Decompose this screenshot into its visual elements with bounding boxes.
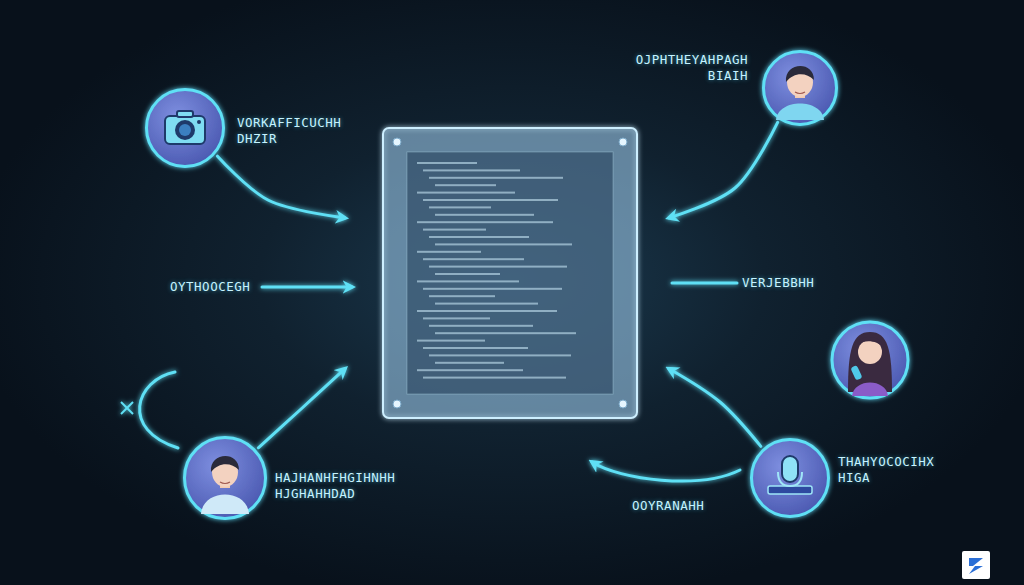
man2-icon: [201, 456, 249, 514]
logo-watermark: [962, 551, 990, 579]
flow-label: OYTHOOCEGH: [170, 279, 250, 295]
node-label: HAJHANHFHGIHNHH HJGHAHHDAD: [275, 470, 395, 503]
circle-shape: [750, 438, 830, 518]
mic-icon: [768, 456, 812, 494]
flow-label: OOYRANAHH: [632, 498, 704, 514]
node-label: VORKAFFICUCHH DHZIR: [237, 115, 341, 148]
circle-shape: [145, 88, 225, 168]
document-panel: [383, 128, 637, 418]
node-label: THAHYOCOCIHX HIGA: [838, 454, 934, 487]
curved-arrow: [592, 462, 740, 481]
circle-shape: [762, 50, 838, 126]
avatar-circle: OJPHTHEYAHPAGH BIAIH: [762, 50, 838, 126]
circle-shape: [183, 436, 267, 520]
output-line: [672, 282, 737, 285]
curved-arrow: [140, 372, 178, 448]
input-arrow: [262, 286, 352, 289]
camera-icon: [165, 111, 205, 144]
panel-shape: [383, 128, 637, 418]
avatar-circle: VORKAFFICUCHH DHZIR: [145, 88, 225, 168]
avatar-circle: THAHYOCOCIHX HIGA: [750, 438, 830, 518]
flow-arrow: [669, 369, 761, 447]
cross-mark: [121, 402, 133, 414]
avatar-circle: HAJHANHFHGIHNHH HJGHAHHDAD: [183, 436, 267, 520]
woman-avatar: [832, 322, 908, 398]
flow-arrow: [217, 156, 345, 218]
flow-label: VERJEBBHH: [742, 275, 814, 291]
flow-arrow: [258, 369, 345, 448]
man-icon: [776, 66, 824, 120]
flow-arrow: [669, 122, 778, 218]
node-label: OJPHTHEYAHPAGH BIAIH: [636, 52, 748, 85]
